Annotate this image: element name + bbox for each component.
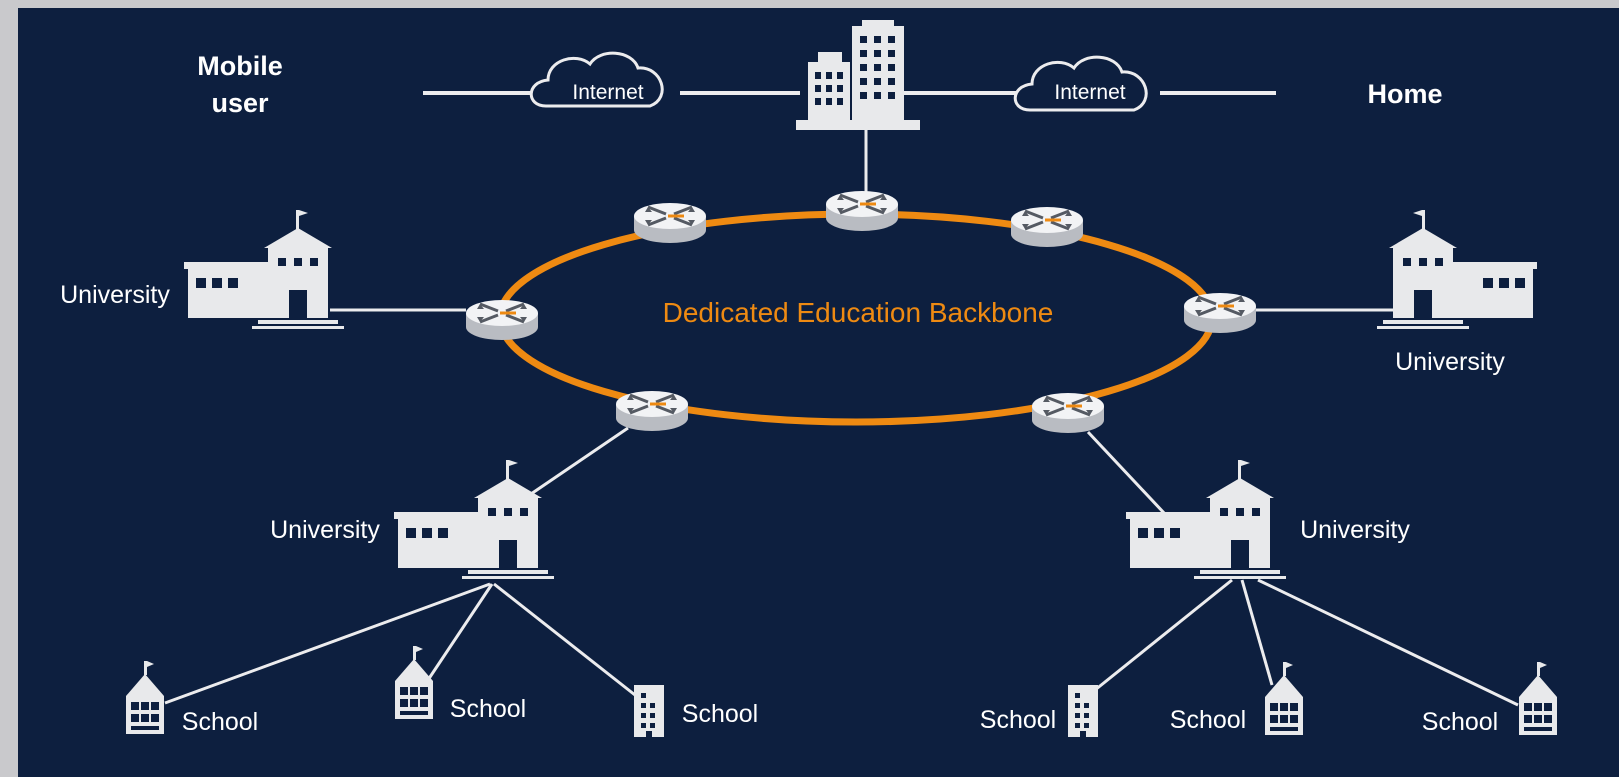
- school-3-icon: [634, 685, 664, 737]
- router-top-left-icon: [632, 201, 708, 245]
- internet-label-right: Internet: [1054, 81, 1125, 104]
- link-univ-bottom-left: [527, 426, 629, 498]
- diagram-background: [18, 8, 1619, 777]
- router-left-icon: [464, 298, 540, 342]
- link-school-3: [493, 582, 636, 697]
- link-school-5: [1240, 579, 1274, 686]
- mobile-user-label-line1: Mobile: [197, 51, 283, 81]
- router-right-icon: [1182, 291, 1258, 335]
- internet-cloud-right-icon: [1013, 55, 1148, 112]
- router-bottom-left-icon: [614, 389, 690, 433]
- university-left-label: University: [60, 281, 170, 309]
- link-school-2: [424, 583, 494, 684]
- university-right-label: University: [1395, 348, 1505, 376]
- link-school-4: [1094, 578, 1233, 692]
- school-4-label: School: [980, 706, 1056, 734]
- university-bottom-right-label: University: [1300, 516, 1410, 544]
- school-3-label: School: [682, 700, 758, 728]
- link-school-1: [164, 582, 491, 705]
- internet-cloud-left-icon: [529, 51, 664, 108]
- mobile-user-label-line2: user: [211, 88, 269, 118]
- school-6-label: School: [1422, 708, 1498, 736]
- router-top-right-icon: [1009, 205, 1085, 249]
- headquarters-building-icon: [796, 20, 920, 130]
- backbone-label: Dedicated Education Backbone: [663, 297, 1054, 328]
- router-bottom-right-icon: [1030, 391, 1106, 435]
- school-2-label: School: [450, 695, 526, 723]
- school-1-label: School: [182, 708, 258, 736]
- router-top-center-icon: [824, 189, 900, 233]
- school-5-label: School: [1170, 706, 1246, 734]
- link-school-6: [1257, 578, 1519, 707]
- school-4-icon: [1068, 685, 1098, 737]
- home-label: Home: [1367, 79, 1442, 109]
- internet-label-left: Internet: [572, 81, 643, 104]
- university-bottom-left-label: University: [270, 516, 380, 544]
